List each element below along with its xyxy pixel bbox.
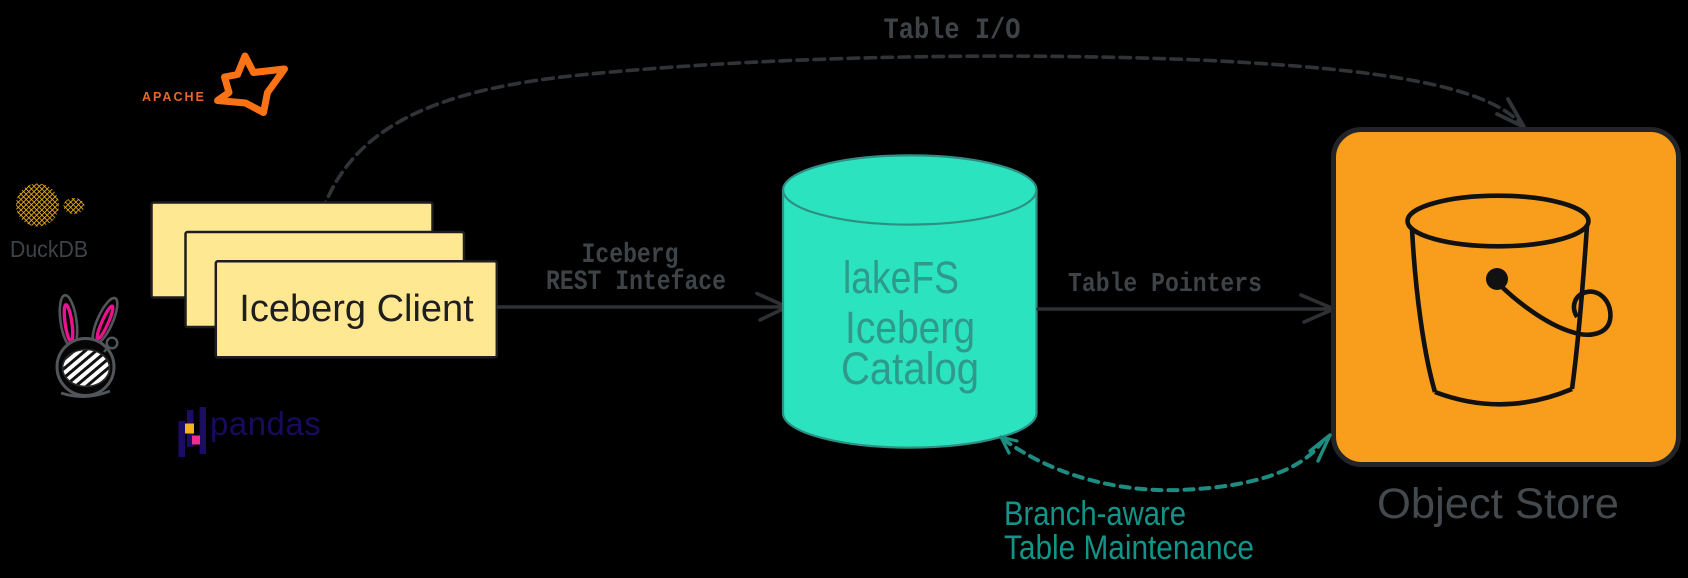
svg-text:Object Store: Object Store	[1377, 480, 1619, 528]
svg-text:Branch-aware: Branch-aware	[1004, 495, 1186, 533]
svg-text:Catalog: Catalog	[841, 343, 979, 394]
svg-text:Table Pointers: Table Pointers	[1068, 270, 1262, 300]
svg-text:lakeFS: lakeFS	[843, 252, 959, 303]
svg-text:Iceberg: Iceberg	[582, 240, 679, 271]
svg-text:Table I/O: Table I/O	[884, 14, 1021, 48]
svg-text:REST Inteface: REST Inteface	[546, 267, 726, 298]
svg-text:APACHE: APACHE	[142, 90, 206, 104]
svg-text:Table Maintenance: Table Maintenance	[1004, 529, 1254, 567]
svg-text:DuckDB: DuckDB	[10, 236, 88, 262]
svg-text:Iceberg: Iceberg	[845, 302, 975, 353]
svg-text:pandas: pandas	[210, 405, 321, 442]
svg-text:Iceberg Client: Iceberg Client	[239, 288, 474, 330]
